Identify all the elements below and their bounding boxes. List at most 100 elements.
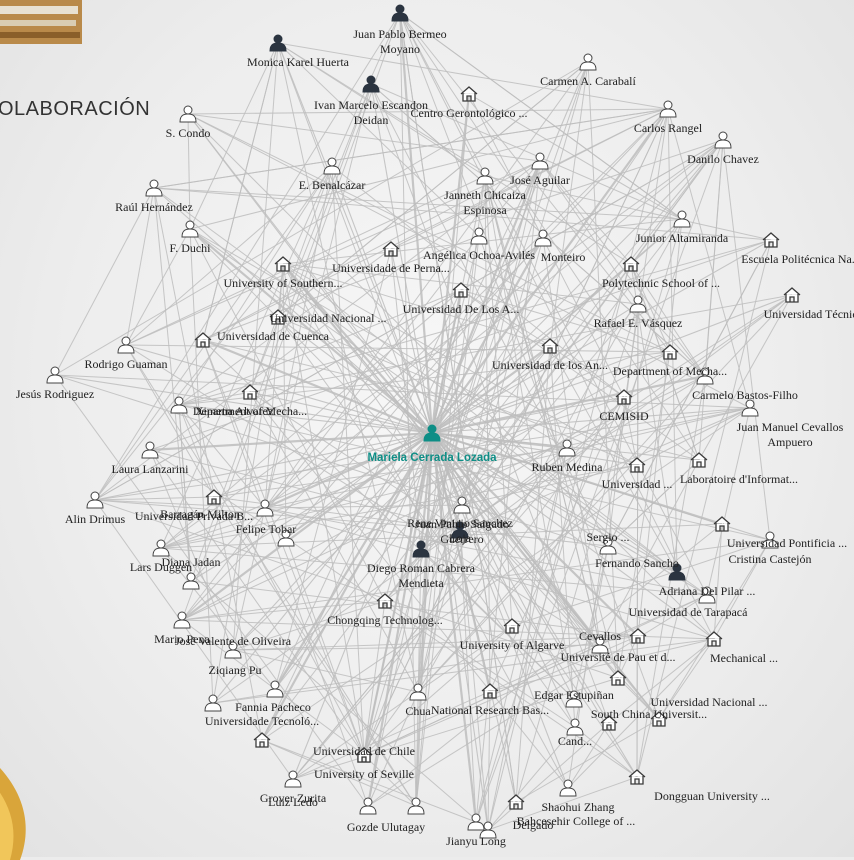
institution-node-icon[interactable] — [253, 732, 271, 748]
institution-node-icon[interactable] — [762, 232, 780, 248]
node-label[interactable]: Monteiro — [540, 250, 586, 264]
node-label[interactable]: CEMISID — [599, 409, 649, 423]
person-node-icon[interactable] — [266, 680, 284, 698]
person-node-icon[interactable] — [170, 396, 188, 414]
institution-node-icon[interactable] — [609, 670, 627, 686]
institution-node-icon[interactable] — [460, 86, 478, 102]
institution-node-icon[interactable] — [241, 384, 259, 400]
node-label[interactable]: Universidad De Los A... — [402, 302, 520, 316]
node-label[interactable]: Jianyu Long — [446, 834, 506, 848]
node-label[interactable]: Cand... — [557, 734, 593, 748]
node-label[interactable]: Universidade de Perna... — [332, 261, 450, 275]
person-node-icon[interactable] — [673, 210, 691, 228]
node-label[interactable]: Cevallos — [579, 629, 621, 643]
institution-node-icon[interactable] — [690, 452, 708, 468]
institution-node-icon[interactable] — [503, 618, 521, 634]
node-label[interactable]: Carmelo Bastos-Filho — [692, 388, 798, 402]
node-label[interactable]: Felipe Tobar — [235, 522, 297, 536]
node-label[interactable]: Monica Karel Huerta — [247, 55, 349, 69]
institution-node-icon[interactable] — [452, 282, 470, 298]
person-node-icon[interactable] — [256, 499, 274, 517]
person-node-icon[interactable] — [741, 399, 759, 417]
node-label[interactable]: Barragán Milton — [160, 507, 240, 521]
person-node-icon[interactable] — [181, 220, 199, 238]
node-label[interactable]: Junior Altamiranda — [635, 231, 729, 245]
person-node-icon[interactable] — [467, 813, 485, 831]
node-label[interactable]: Rodrigo Guaman — [84, 357, 168, 371]
person-node-icon[interactable] — [565, 690, 583, 708]
institution-node-icon[interactable] — [622, 256, 640, 272]
institution-node-icon[interactable] — [600, 715, 618, 731]
institution-node-icon[interactable] — [661, 344, 679, 360]
node-label[interactable]: Delgado — [512, 818, 554, 832]
person-node-icon[interactable] — [323, 157, 341, 175]
person-node-icon[interactable] — [86, 491, 104, 509]
node-label[interactable]: Raúl Hernández — [115, 200, 193, 214]
node-label[interactable]: Universidad de Cuenca — [217, 329, 329, 343]
node-label[interactable]: South China Universit... — [590, 707, 708, 721]
node-label[interactable]: Edgar Estupiñan — [534, 688, 614, 702]
node-label[interactable]: Dongguan University ... — [654, 789, 770, 803]
person-node-icon[interactable] — [152, 539, 170, 557]
institution-node-icon[interactable] — [507, 794, 525, 810]
node-label[interactable]: Chua — [405, 704, 431, 718]
person-node-icon[interactable] — [277, 529, 295, 547]
node-label[interactable]: University of Seville — [314, 767, 414, 781]
person-node-icon[interactable] — [145, 179, 163, 197]
node-label[interactable]: Universidad Privada B... — [134, 509, 254, 523]
institution-node-icon[interactable] — [615, 389, 633, 405]
person-node-icon[interactable] — [412, 540, 430, 558]
institution-node-icon[interactable] — [481, 683, 499, 699]
institution-node-icon[interactable] — [274, 256, 292, 272]
node-label[interactable]: Gozde Ulutagay — [346, 820, 426, 834]
node-label[interactable]: E. Benalcázar — [298, 178, 366, 192]
node-label[interactable]: University of Algarve — [459, 638, 565, 652]
node-label[interactable]: José Valente de Oliveira — [174, 634, 292, 648]
node-label[interactable]: Shaohui Zhang — [541, 800, 615, 814]
person-node-icon[interactable] — [269, 34, 287, 52]
node-label[interactable]: Fannia Pacheco — [235, 700, 311, 714]
person-node-icon[interactable] — [451, 521, 469, 539]
node-label[interactable]: Universidade Tecnoló... — [204, 714, 320, 728]
node-label[interactable]: Alin Drimus — [64, 512, 126, 526]
person-node-icon[interactable] — [117, 336, 135, 354]
node-label[interactable]: Angélica Ochoa-Avilés — [422, 248, 536, 262]
person-node-icon[interactable] — [359, 797, 377, 815]
person-node-icon[interactable] — [579, 53, 597, 71]
node-label[interactable]: Jesús Rodriguez — [15, 387, 95, 401]
person-node-icon[interactable] — [182, 572, 200, 590]
node-label[interactable]: National Research Bas... — [430, 703, 550, 717]
person-node-icon[interactable] — [141, 441, 159, 459]
node-label[interactable]: Universidad ... — [601, 477, 673, 491]
person-node-icon[interactable] — [559, 779, 577, 797]
node-label[interactable]: Cristina Castejón — [728, 552, 812, 566]
person-node-icon[interactable] — [407, 797, 425, 815]
node-label[interactable]: Universidad de los An... — [492, 358, 608, 372]
node-label[interactable]: University of Southern... — [223, 276, 343, 290]
node-label[interactable]: Carlos Rangel — [633, 121, 703, 135]
person-node-icon[interactable] — [46, 366, 64, 384]
person-node-icon[interactable] — [566, 718, 584, 736]
node-label[interactable]: Sergio ... — [586, 530, 630, 544]
node-label[interactable]: Adriana Del Pilar ... — [658, 584, 756, 598]
person-node-icon[interactable] — [391, 4, 409, 22]
person-node-icon[interactable] — [409, 683, 427, 701]
person-node-icon[interactable] — [179, 105, 197, 123]
node-label[interactable]: Universidad Nacional ... — [269, 311, 387, 325]
node-label[interactable]: José Aguilar — [510, 173, 570, 187]
node-label[interactable]: Carmen A. Carabalí — [540, 74, 636, 88]
person-node-icon[interactable] — [696, 367, 714, 385]
node-label[interactable]: Department of Mecha... — [192, 404, 308, 418]
node-label[interactable]: Lars Duggen — [129, 560, 193, 574]
institution-node-icon[interactable] — [205, 489, 223, 505]
person-node-icon[interactable] — [599, 537, 617, 555]
person-node-icon[interactable] — [629, 295, 647, 313]
node-label[interactable]: Laboratoire d'Informat... — [679, 472, 799, 486]
node-label[interactable]: Ruben Medina — [531, 460, 603, 474]
person-node-icon[interactable] — [204, 694, 222, 712]
person-node-icon[interactable] — [479, 821, 497, 839]
